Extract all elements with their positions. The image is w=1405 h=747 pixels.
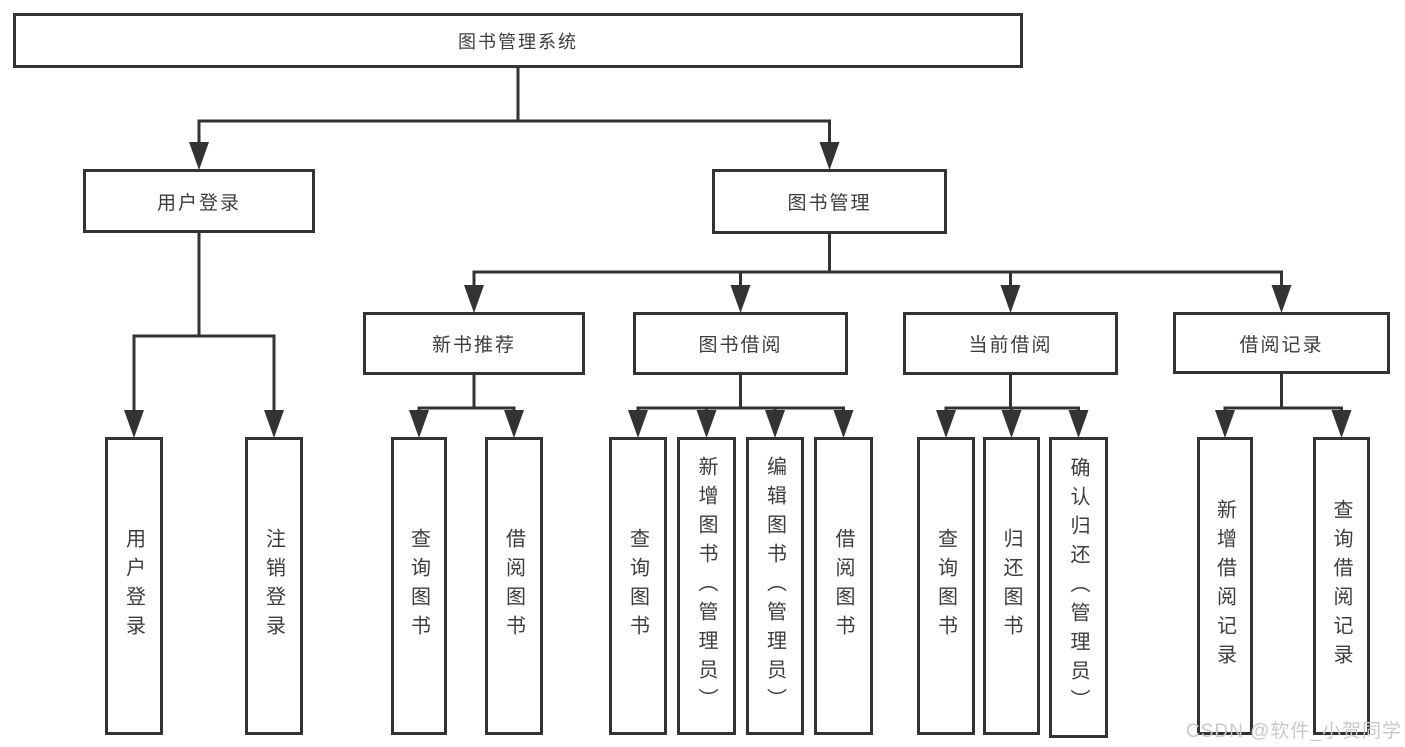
leaf-query-borrow-record: 查询借阅记录 [1313,437,1370,735]
leaf-borrow-books-recommend: 借阅图书 [485,437,543,735]
node-current-borrowing: 当前借阅 [903,312,1118,375]
csdn-watermark: CSDN @软件_小贺同学 [1186,721,1402,742]
leaf-query-books-recommend: 查询图书 [391,437,447,735]
node-book-management: 图书管理 [712,169,947,234]
leaf-edit-books-admin: 编辑图书（管理员） [746,437,804,735]
leaf-query-books-current: 查询图书 [917,437,975,735]
leaf-user-login: 用户登录 [105,437,163,735]
leaf-borrow-books-borrowing: 借阅图书 [814,437,873,735]
leaf-add-borrow-record: 新增借阅记录 [1197,437,1253,735]
node-new-book-recommend: 新书推荐 [363,312,585,375]
node-library-management-system: 图书管理系统 [13,13,1023,68]
arrowheads [124,142,1352,438]
leaf-logout: 注销登录 [245,437,303,735]
leaf-add-books-admin: 新增图书（管理员） [677,437,736,735]
leaf-return-books: 归还图书 [983,437,1040,735]
leaf-confirm-return-admin: 确认归还（管理员） [1049,437,1108,738]
leaf-query-books-borrowing: 查询图书 [609,437,667,735]
node-book-borrowing: 图书借阅 [633,312,848,375]
node-borrowing-records: 借阅记录 [1173,312,1390,374]
node-user-login: 用户登录 [83,169,315,233]
